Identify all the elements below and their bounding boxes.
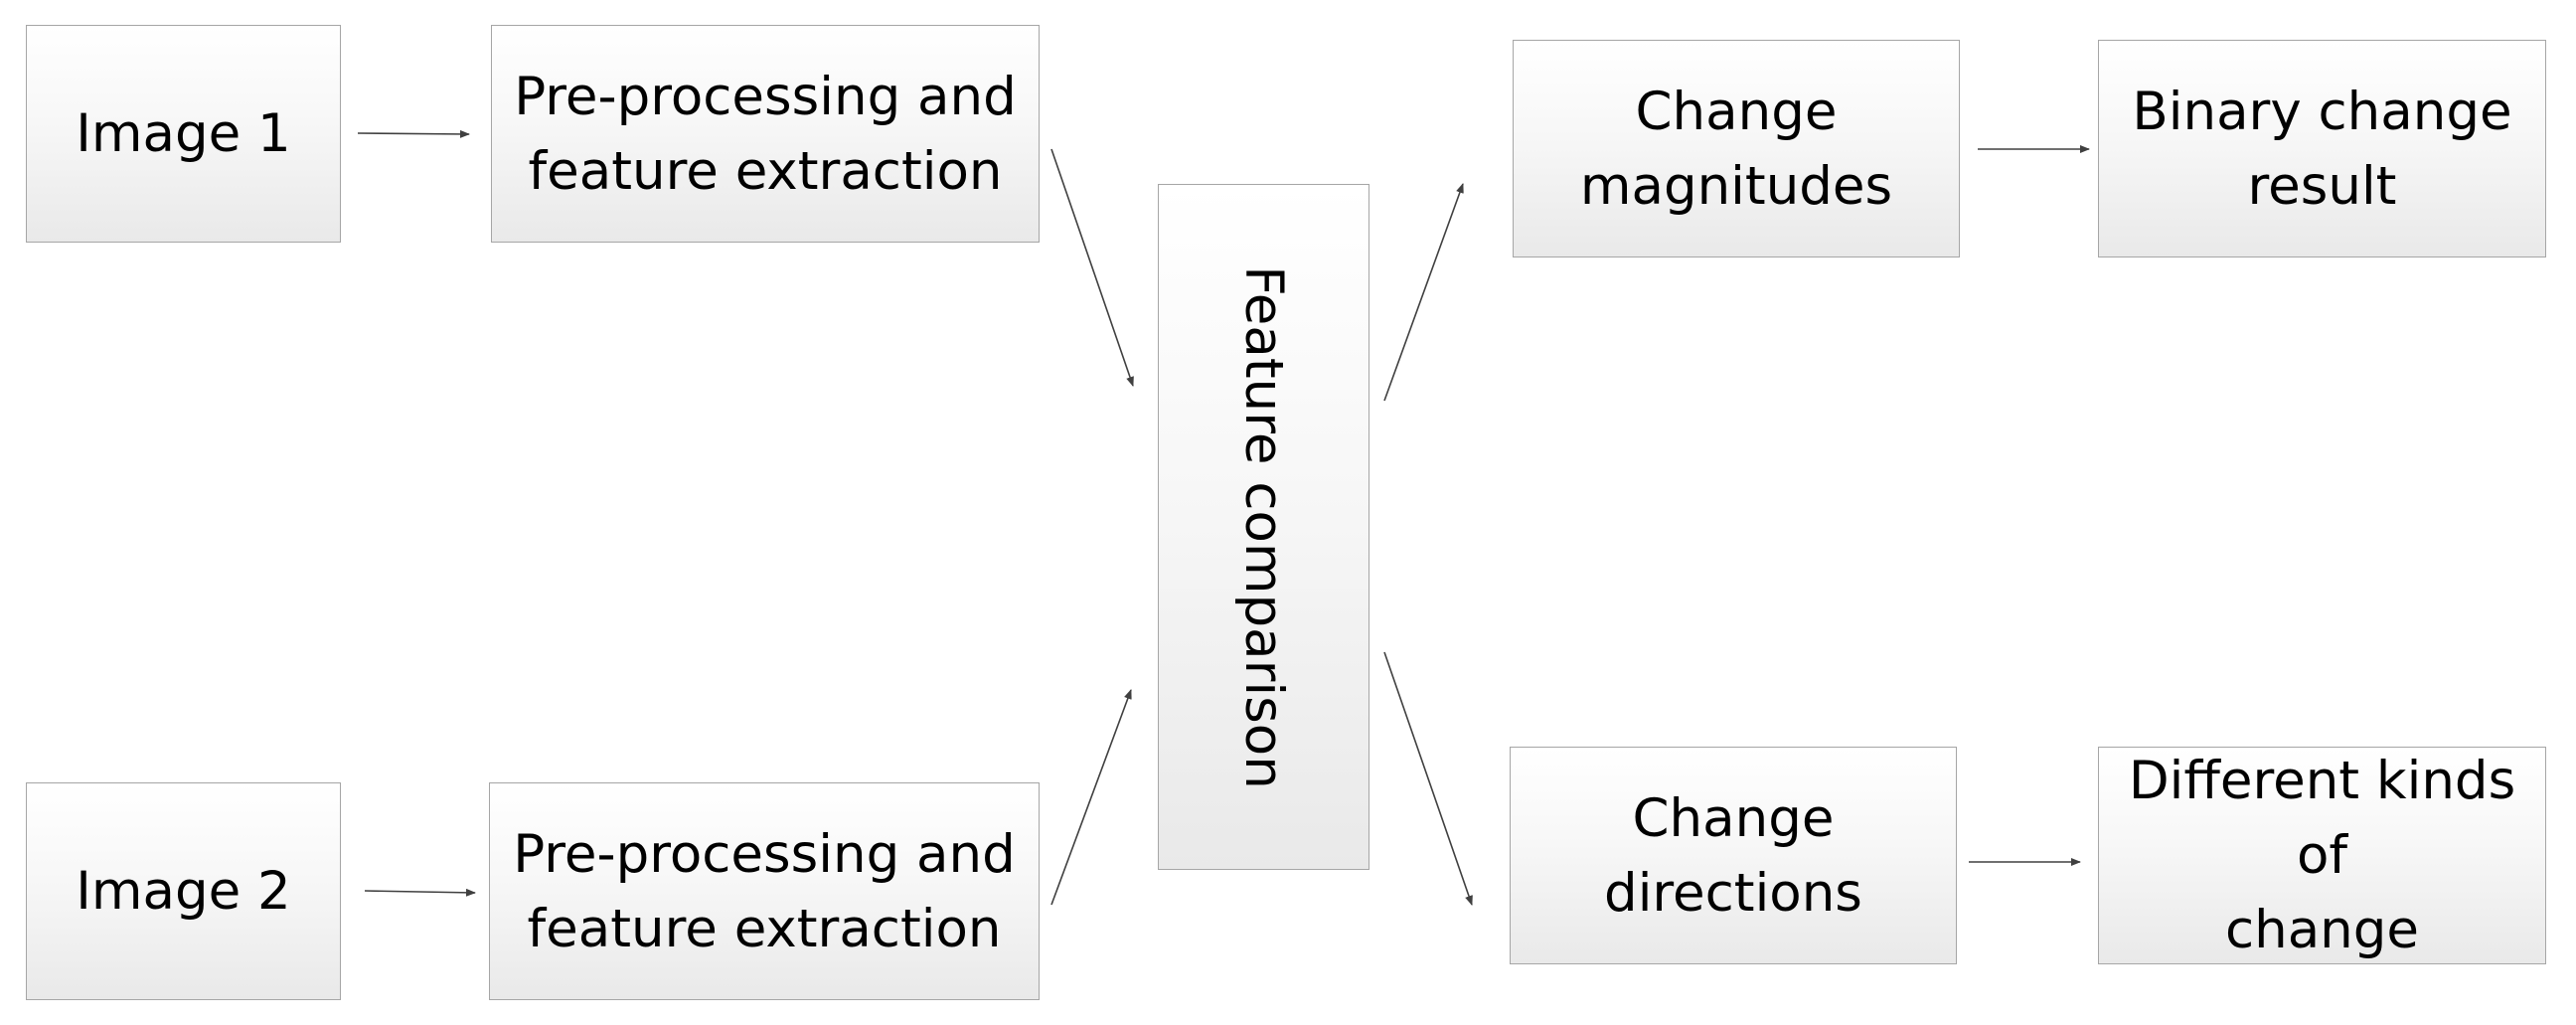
- kinds-of-change-node: Different kinds of change: [2098, 747, 2546, 964]
- binary-result-node: Binary change result: [2098, 40, 2546, 257]
- arrow-preprocess1-to-comparison: [1050, 148, 1134, 387]
- arrow-comparison-to-magnitudes: [1383, 183, 1464, 402]
- image2-label: Image 2: [76, 861, 291, 922]
- preprocess2-label: Pre-processing and feature extraction: [513, 823, 1016, 959]
- preprocess1-node: Pre-processing and feature extraction: [491, 25, 1040, 243]
- kinds-of-change-label: Different kinds of change: [2128, 751, 2516, 960]
- arrow-image2-to-preprocess2: [364, 888, 476, 897]
- image1-label: Image 1: [76, 103, 291, 164]
- magnitudes-label: Change magnitudes: [1579, 81, 1893, 217]
- preprocess1-label: Pre-processing and feature extraction: [514, 66, 1017, 202]
- directions-node: Change directions: [1510, 747, 1957, 964]
- image1-node: Image 1: [26, 25, 341, 243]
- magnitudes-node: Change magnitudes: [1513, 40, 1960, 257]
- binary-result-label: Binary change result: [2132, 81, 2512, 217]
- image2-node: Image 2: [26, 782, 341, 1000]
- comparison-label: Feature comparison: [1233, 264, 1294, 789]
- arrow-comparison-to-directions: [1383, 651, 1473, 906]
- preprocess2-node: Pre-processing and feature extraction: [489, 782, 1040, 1000]
- arrow-image1-to-preprocess1: [357, 129, 470, 138]
- arrow-preprocess2-to-comparison: [1050, 689, 1132, 906]
- comparison-node: Feature comparison: [1158, 184, 1369, 870]
- directions-label: Change directions: [1604, 787, 1862, 924]
